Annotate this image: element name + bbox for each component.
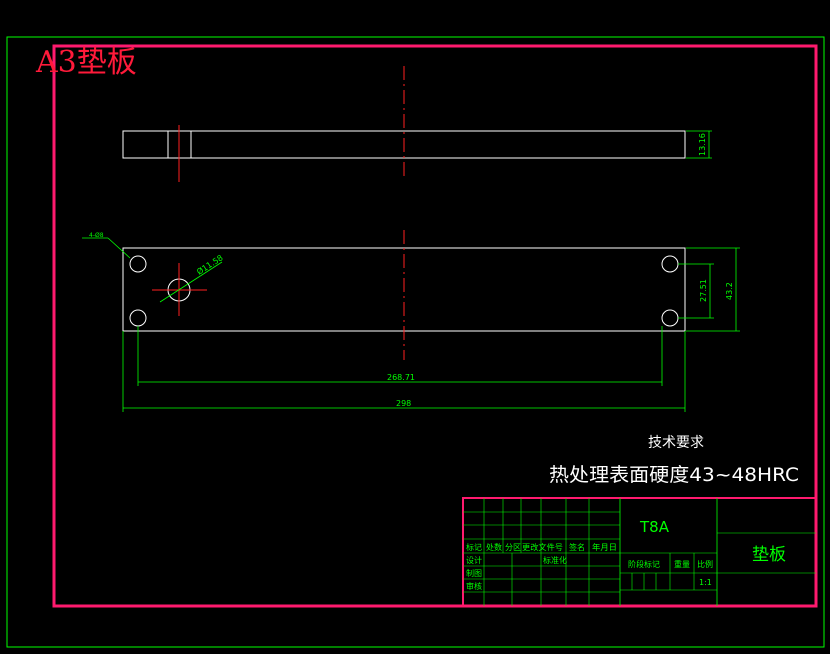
front-view: Ø11.58 4-Ø8 27.51 43.2 268.71 298 (82, 230, 740, 412)
tb-scale: 1:1 (699, 578, 712, 587)
hole-large-dim-text: Ø11.58 (195, 252, 225, 276)
overall-length-dim-text: 298 (396, 399, 411, 408)
hole-bottom-right (661, 309, 679, 327)
tb-label-date: 年月日 (592, 542, 617, 552)
title-block-outline (462, 497, 817, 607)
hole-spacing-h-dim-text: 268.71 (387, 373, 415, 382)
overall-height-dim-text: 43.2 (725, 282, 734, 300)
small-holes-leader-text: 4-Ø8 (89, 232, 104, 239)
tb-material: T8A (639, 518, 670, 536)
tb-label-mark: 标记 (466, 542, 482, 552)
top-view: 13.16 (122, 66, 712, 182)
hole-top-left (129, 255, 147, 273)
hole-top-right (661, 255, 679, 273)
drawing-frame (52, 44, 818, 608)
small-holes-leader (107, 237, 131, 259)
tb-label-zone: 分区 (505, 543, 521, 552)
tech-req-title: 技术要求 (648, 435, 704, 451)
tb-label-ratio: 比例 (697, 559, 713, 569)
tb-label-signature: 签名 (569, 542, 585, 552)
sheet-border (6, 36, 825, 648)
tb-label-stage-mark: 阶段标记 (628, 559, 660, 569)
title-block: T8A 垫板 1:1 标记 处数 分区 更改文件号 签名 年月日 设计 标准化 … (462, 497, 817, 607)
tb-label-change-doc: 更改文件号 (522, 542, 563, 552)
hole-large-leader (159, 261, 223, 303)
thickness-dim-text: 13.16 (698, 133, 707, 156)
tb-label-standardization: 标准化 (543, 555, 567, 565)
hole-spacing-v-dim-text: 27.51 (699, 279, 708, 302)
tb-label-drafting: 制图 (466, 568, 482, 578)
sheet-label: A3垫板 (35, 45, 137, 80)
tb-label-review: 审核 (466, 581, 482, 591)
tb-label-weight: 重量 (674, 559, 690, 569)
tb-label-design: 设计 (466, 555, 482, 565)
tb-label-count: 处数 (486, 542, 502, 552)
tech-req-text: 热处理表面硬度43~48HRC (549, 464, 799, 486)
hole-bottom-left (129, 309, 147, 327)
tb-part-name: 垫板 (752, 545, 786, 565)
